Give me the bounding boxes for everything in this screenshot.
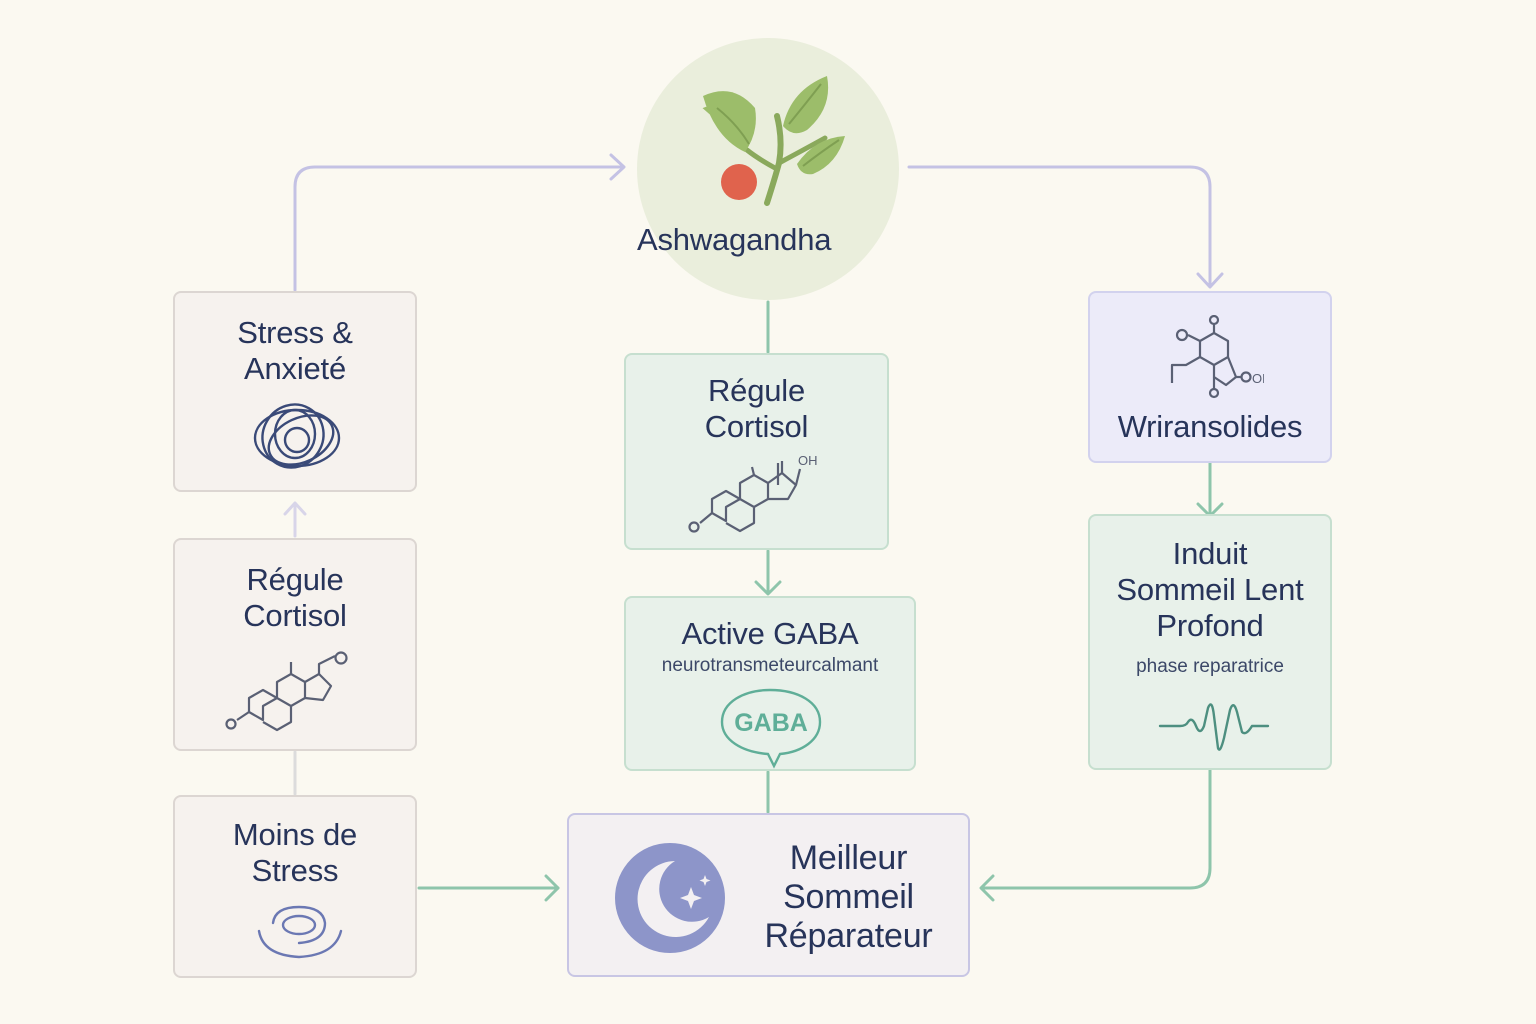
moon-stars-icon: [615, 843, 725, 953]
arrowhead-stress: [283, 501, 307, 516]
node-regule-cortisol-center-label: Régule Cortisol: [704, 373, 809, 444]
speech-bubble-icon: GABA: [720, 688, 822, 769]
arrowhead-ashwagandha: [609, 153, 626, 181]
node-active-gaba-label: Active GABA: [681, 616, 859, 651]
node-regule-cortisol-left: Régule Cortisol: [173, 538, 417, 751]
node-regule-cortisol-left-label: Régule Cortisol: [243, 562, 347, 633]
node-sommeil-profond-sublabel: phase reparatrice: [1136, 656, 1284, 677]
node-active-gaba: Active GABA neurotransmeteurcalmant GABA: [624, 596, 916, 771]
node-moins-de-stress: Moins de Stress: [173, 795, 417, 978]
node-moins-de-stress-label: Moins de Stress: [232, 817, 358, 888]
brainwave-icon: [1158, 703, 1270, 751]
connector-stress-to-ashwagandha: [293, 165, 624, 292]
steroid-molecule-icon: OH: [688, 453, 818, 533]
calm-ripple-icon: [257, 905, 343, 959]
molecule-icon: OH: [1170, 315, 1264, 399]
node-meilleur-sommeil: Meilleur Sommeil Réparateur: [567, 813, 970, 977]
node-active-gaba-sublabel: neurotransmeteurcalmant: [661, 655, 879, 676]
oh-label: OH: [1252, 371, 1264, 386]
arrowhead-gaba: [754, 580, 782, 596]
connector-deep-sleep-to-sleep: [980, 768, 1212, 890]
arrowhead-withanolides: [1196, 272, 1224, 289]
connector-ashwagandha-to-withanolides: [907, 165, 1212, 286]
node-stress-anxiete: Stress & Anxieté: [173, 291, 417, 492]
node-withanolides: OH Wriransolides: [1088, 291, 1332, 463]
gaba-badge-text: GABA: [734, 709, 808, 737]
node-withanolides-label: Wriransolides: [1117, 409, 1303, 444]
tangle-icon: [253, 403, 341, 469]
leaf-berry-icon: [702, 76, 845, 206]
oh-label: OH: [798, 453, 818, 468]
node-ashwagandha: Ashwagandha: [637, 38, 899, 300]
arrowhead-sleep-left: [544, 874, 560, 902]
node-stress-anxiete-label: Stress & Anxieté: [237, 315, 353, 386]
node-ashwagandha-label: Ashwagandha: [637, 222, 832, 257]
arrowhead-sleep-right: [979, 874, 995, 902]
node-regule-cortisol-center: Régule Cortisol OH: [624, 353, 889, 550]
steroid-molecule-icon: [225, 651, 348, 732]
node-sommeil-profond: Induit Sommeil Lent Profond phase repara…: [1088, 514, 1332, 770]
node-sommeil-profond-label: Induit Sommeil Lent Profond: [1116, 536, 1304, 643]
node-meilleur-sommeil-label: Meilleur Sommeil Réparateur: [764, 839, 933, 955]
